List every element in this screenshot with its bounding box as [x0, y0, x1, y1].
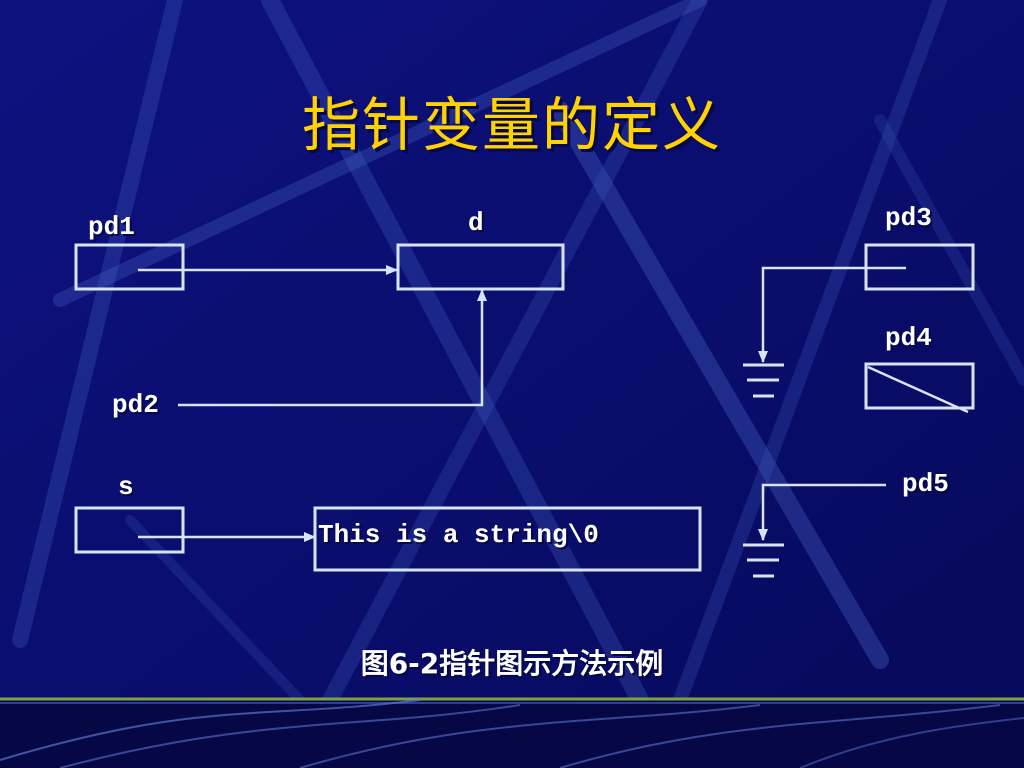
pd2-pointer [178, 289, 487, 407]
ground-symbol-icon [743, 543, 784, 578]
pd1-pointer [74, 243, 398, 291]
slide-title: 指针变量的定义 [301, 91, 722, 159]
string-value: This is a string\0 [318, 520, 599, 550]
pd1-box [74, 243, 185, 291]
label-d: d [468, 208, 484, 238]
bottom-decoration [0, 697, 1024, 768]
pd4-null [864, 362, 975, 414]
pd3-pointer [743, 243, 975, 398]
string-box [313, 506, 702, 572]
label-pd3: pd3 [885, 203, 932, 233]
pd2-arrow [178, 289, 487, 407]
s-pointer [74, 506, 316, 554]
label-pd2: pd2 [112, 390, 159, 420]
ground-symbol-icon [743, 363, 784, 398]
pd3-arrow [758, 266, 906, 363]
pd4-diagonal [867, 365, 969, 414]
label-pd4: pd4 [885, 323, 932, 353]
pd4-box [864, 362, 975, 410]
s-box [74, 506, 185, 554]
figure-caption: 图6-2指针图示方法示例 [360, 647, 664, 680]
decorative-beams [12, 0, 1024, 709]
label-pd1: pd1 [88, 212, 135, 242]
label-s: s [118, 472, 134, 502]
pd5-arrow [758, 483, 886, 541]
pd5-pointer [743, 483, 886, 578]
label-pd5: pd5 [902, 469, 949, 499]
